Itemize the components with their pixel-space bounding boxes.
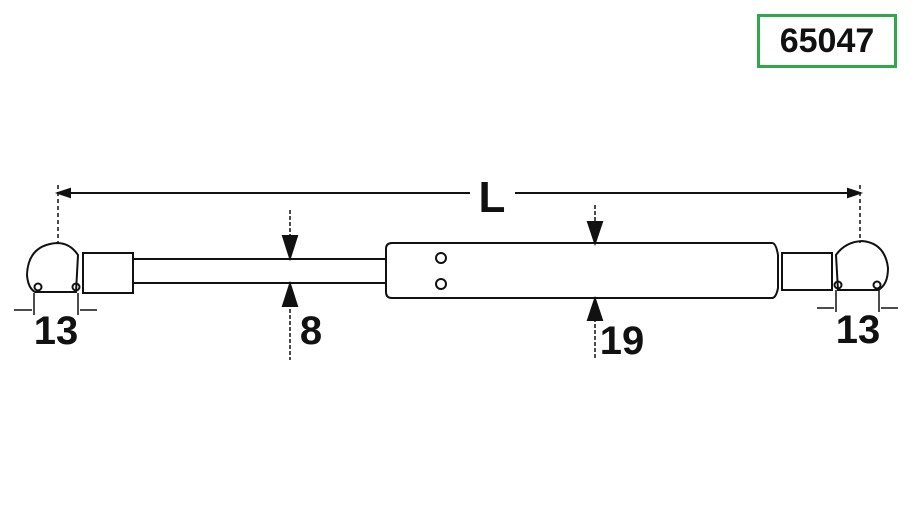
cylinder-body [385,242,779,299]
rod-arrow-up-icon [281,280,299,307]
left-eye-hole-2 [71,282,81,292]
right-eye-end [834,239,890,291]
length-label: L [479,173,506,222]
left-eye-hole [33,282,43,292]
part-number-badge: 65047 [757,14,897,68]
cylinder-hole-bottom [435,278,447,290]
left-eye-end [25,241,80,293]
cylinder-arrow-up-icon [586,295,604,321]
rod-diameter-label: 8 [300,309,322,353]
right-eye-hole-2 [872,280,882,290]
arrow-left-icon [54,187,71,199]
cylinder-diameter-label: 19 [600,319,645,363]
cylinder-arrow-down-icon [586,221,604,247]
cylinder-hole-top [435,252,447,264]
right-sleeve [781,252,833,291]
right-eye-hole [833,280,843,290]
rod-arrow-down-icon [281,235,299,262]
left-sleeve [82,252,134,294]
left-eye-width-label: 13 [34,309,79,353]
arrow-right-icon [847,187,864,199]
right-eye-width-label: 13 [836,308,881,352]
